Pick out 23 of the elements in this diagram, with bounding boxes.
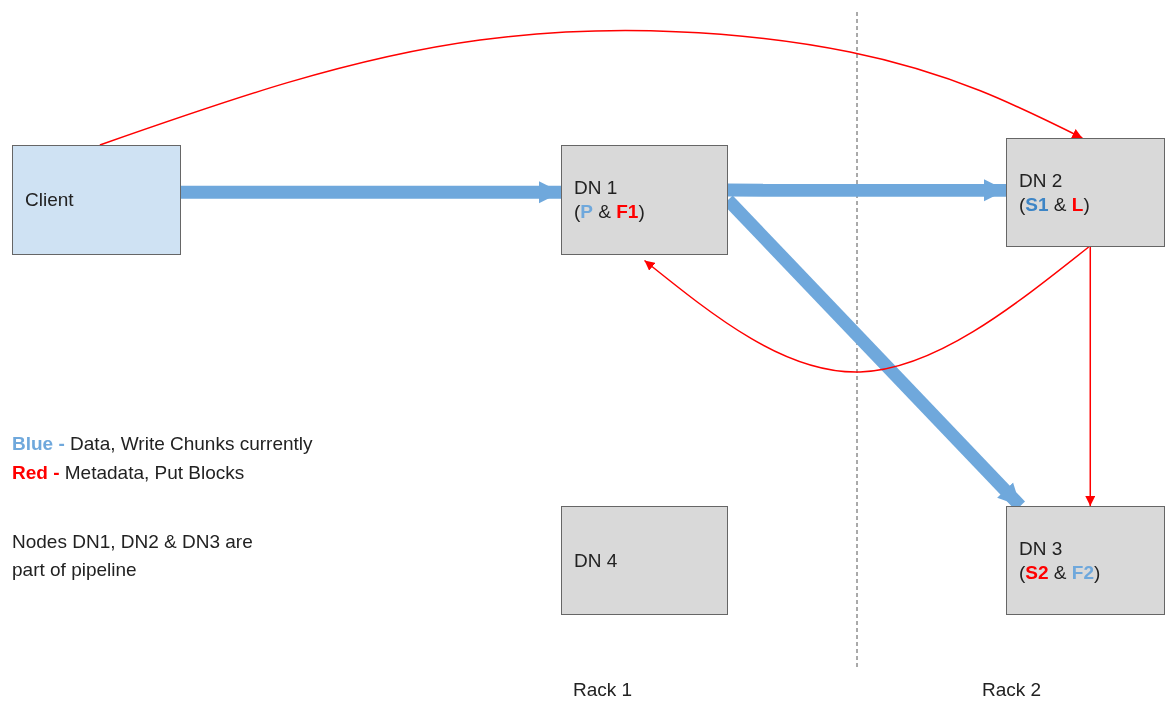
node-label: DN 2 [1019, 168, 1064, 193]
arrow [643, 246, 1090, 373]
rack-label: Rack 2 [982, 678, 1043, 702]
arrow [728, 179, 1006, 202]
rack-label: Rack 1 [573, 678, 634, 702]
arrow [99, 30, 1084, 146]
node-label: (S2 & F2) [1019, 560, 1102, 585]
node-label: DN 3 [1019, 536, 1064, 561]
legend-entry: Blue - Data, Write Chunks currently [12, 433, 313, 455]
arrow [181, 181, 561, 204]
data-node-box [1006, 138, 1165, 247]
legend-entry: Red - Metadata, Put Blocks [12, 462, 245, 484]
arrow [1085, 246, 1096, 507]
data-node-box [561, 145, 728, 255]
node-label: (P & F1) [574, 200, 646, 224]
data-node-box [1006, 506, 1165, 615]
node-label: DN 1 [574, 176, 619, 200]
data-node-box [561, 506, 728, 615]
node-label: (S1 & L) [1019, 192, 1091, 217]
node-label: Client [25, 188, 75, 212]
note-text: Nodes DN1, DN2 & DN3 are part of pipeline [12, 530, 254, 582]
client-box [12, 145, 181, 255]
node-label: DN 4 [574, 548, 619, 573]
